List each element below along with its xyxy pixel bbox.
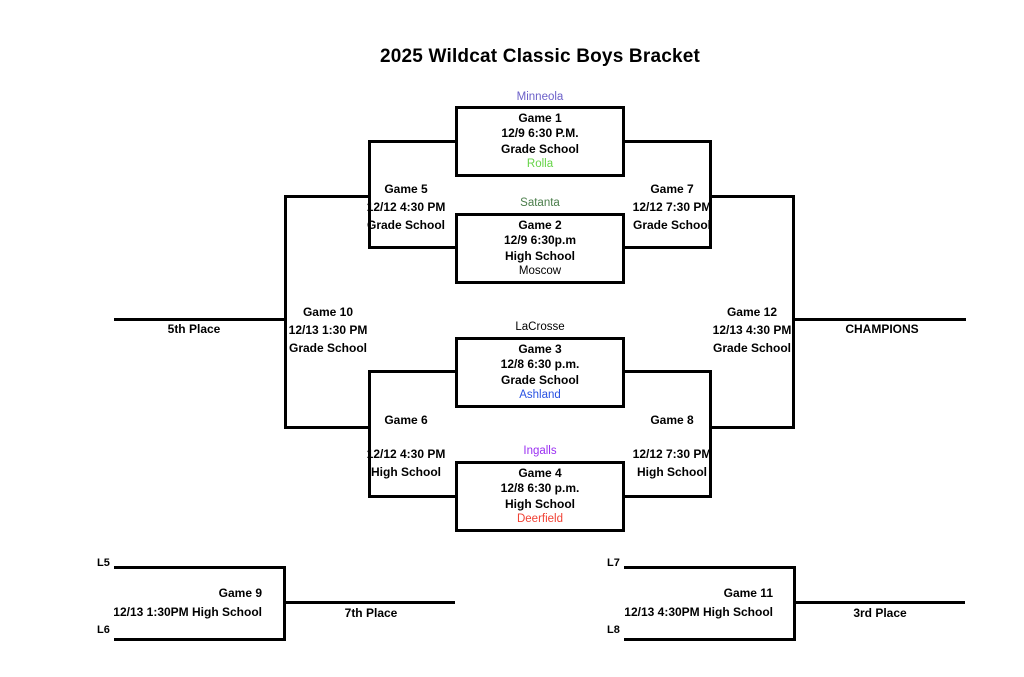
game7-info: Game 7 12/12 7:30 PM Grade School (612, 180, 732, 234)
game10-info: Game 10 12/13 1:30 PM Grade School (268, 303, 388, 357)
game6-bottom-connector (368, 495, 456, 498)
game5-vertical-connector (368, 140, 371, 249)
game4-top-team: Ingalls (523, 445, 557, 457)
game6-label: Game 6 (384, 413, 428, 427)
game4-bottom-team: Deerfield (516, 512, 564, 525)
game11-details: 12/13 4:30PM High School (624, 605, 773, 619)
game9-top-line (114, 566, 286, 569)
game6-datetime: 12/12 4:30 PM (366, 447, 446, 461)
game2-venue: High School (505, 248, 575, 263)
game4-venue: High School (505, 496, 575, 511)
game10-datetime: 12/13 1:30 PM (288, 323, 368, 337)
game7-datetime: 12/12 7:30 PM (632, 200, 712, 214)
game10-label: Game 10 (302, 305, 354, 319)
game10-top-connector (284, 195, 371, 198)
game8-label: Game 8 (650, 413, 694, 427)
seventh-place-line (283, 601, 455, 604)
game9-bottom-line (114, 638, 286, 641)
seventh-place-label: 7th Place (344, 606, 398, 620)
game6-venue: High School (371, 465, 441, 479)
game8-vertical-connector (709, 370, 712, 498)
game2-bottom-team: Moscow (518, 264, 562, 277)
game2-top-team: Satanta (520, 197, 560, 209)
game9-label: Game 9 (218, 586, 262, 600)
game12-datetime: 12/13 4:30 PM (712, 323, 792, 337)
game11-top-line (624, 566, 796, 569)
game9-seed-bottom: L6 (97, 624, 110, 636)
game8-bottom-connector (625, 495, 712, 498)
game8-top-connector (625, 370, 712, 373)
game11-info: Game 11 12/13 4:30PM High School (611, 584, 773, 622)
game4-label: Game 4 (518, 466, 562, 481)
game5-label: Game 5 (384, 182, 428, 196)
game3-datetime: 12/8 6:30 p.m. (500, 357, 580, 372)
game1-datetime: 12/9 6:30 P.M. (501, 126, 579, 141)
game1-label: Game 1 (518, 111, 562, 126)
champions-label: CHAMPIONS (845, 322, 919, 336)
game10-bottom-connector (284, 426, 371, 429)
game12-venue: Grade School (712, 341, 792, 355)
game1-bottom-team: Rolla (526, 157, 554, 170)
game12-vertical-connector (792, 195, 795, 429)
game5-top-connector (368, 140, 456, 143)
game3-label: Game 3 (518, 342, 562, 357)
page-title: 2025 Wildcat Classic Boys Bracket (379, 46, 701, 67)
game12-bottom-connector (709, 426, 795, 429)
champions-line (792, 318, 966, 321)
fifth-place-line (114, 318, 287, 321)
game2-box: Game 2 12/9 6:30p.m High School Moscow (455, 213, 625, 284)
game1-venue: Grade School (500, 141, 580, 156)
game3-top-team: LaCrosse (515, 321, 565, 333)
game12-info: Game 12 12/13 4:30 PM Grade School (692, 303, 812, 357)
game8-datetime: 12/12 7:30 PM (632, 447, 712, 461)
game3-venue: Grade School (500, 372, 580, 387)
game9-info: Game 9 12/13 1:30PM High School (100, 584, 262, 622)
game5-info: Game 5 12/12 4:30 PM Grade School (346, 180, 466, 234)
game7-bottom-connector (625, 246, 712, 249)
game6-info: 12/12 4:30 PM High School (346, 445, 466, 481)
game1-box: Game 1 12/9 6:30 P.M. Grade School Rolla (455, 106, 625, 177)
game11-label: Game 11 (723, 586, 773, 600)
game10-vertical-connector (284, 195, 287, 429)
game5-datetime: 12/12 4:30 PM (366, 200, 446, 214)
game5-bottom-connector (368, 246, 456, 249)
game9-details: 12/13 1:30PM High School (113, 605, 262, 619)
game4-datetime: 12/8 6:30 p.m. (500, 481, 580, 496)
game7-venue: Grade School (632, 218, 712, 232)
game12-label: Game 12 (726, 305, 778, 319)
game11-seed-top: L7 (607, 557, 620, 569)
game3-box: Game 3 12/8 6:30 p.m. Grade School Ashla… (455, 337, 625, 408)
game7-top-connector (625, 140, 712, 143)
game5-venue: Grade School (366, 218, 446, 232)
game3-bottom-team: Ashland (519, 388, 561, 401)
game8-venue: High School (637, 465, 707, 479)
game11-bottom-line (624, 638, 796, 641)
third-place-line (793, 601, 965, 604)
game2-label: Game 2 (518, 218, 562, 233)
game8-info: 12/12 7:30 PM High School (612, 445, 732, 481)
game6-top-connector (368, 370, 456, 373)
game6-vertical-connector (368, 370, 371, 498)
game1-top-team: Minneola (516, 91, 564, 103)
game7-label: Game 7 (650, 182, 694, 196)
game7-vertical-connector (709, 140, 712, 249)
game2-datetime: 12/9 6:30p.m (503, 233, 577, 248)
third-place-label: 3rd Place (853, 606, 907, 620)
fifth-place-label: 5th Place (167, 322, 221, 336)
game10-venue: Grade School (288, 341, 368, 355)
game12-top-connector (709, 195, 795, 198)
game9-seed-top: L5 (97, 557, 110, 569)
game11-seed-bottom: L8 (607, 624, 620, 636)
game4-box: Game 4 12/8 6:30 p.m. High School Deerfi… (455, 461, 625, 532)
